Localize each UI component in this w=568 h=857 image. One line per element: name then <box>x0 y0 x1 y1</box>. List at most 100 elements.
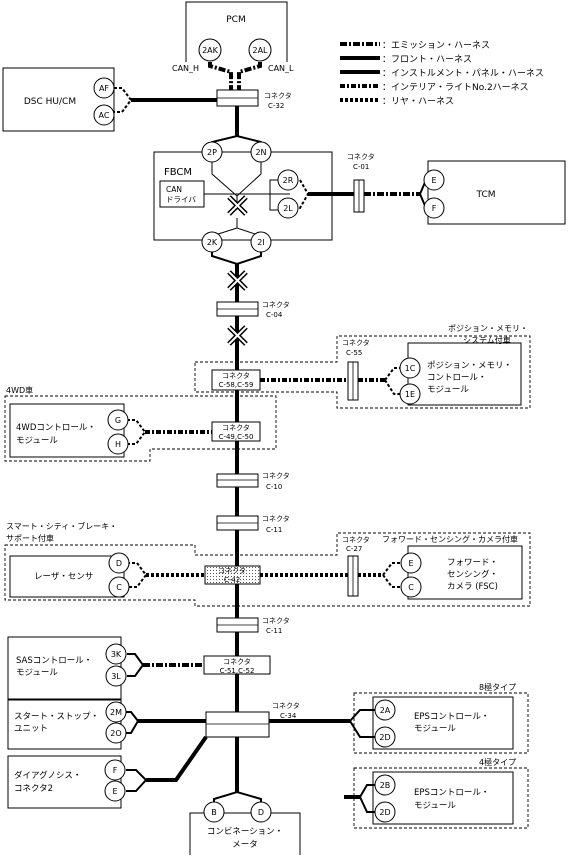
laser-label: レーザ・センサ <box>34 572 93 582</box>
pin-label: 2N <box>255 148 266 157</box>
pin-fbcm-right-2: 2L <box>277 197 299 219</box>
c04-label-1: コネクタ <box>262 300 290 309</box>
pin-fbcm-bottom-1: 2K <box>201 231 223 253</box>
pin-label: F <box>113 766 118 775</box>
position-memory-option-label-1: ポジション・メモリ・ <box>448 324 528 333</box>
pin-label: C <box>408 583 414 592</box>
pin-label: 1C <box>405 364 416 373</box>
legend-rear: ：リヤ・ハーネス <box>382 96 454 107</box>
pin-label: 2P <box>207 148 217 157</box>
fsc-box <box>407 545 523 600</box>
pin-tcm-1: E <box>423 169 445 191</box>
pin-tcm-2: F <box>423 197 445 219</box>
fourwd-option-box <box>4 395 277 462</box>
can-l-label: CAN_L <box>268 64 294 73</box>
combination-box <box>189 812 301 855</box>
fourwd-box <box>9 403 125 458</box>
cut-mark-fbcm <box>227 195 248 216</box>
pin-label: 3K <box>111 650 122 659</box>
pin-dsc-2: AC <box>93 104 115 126</box>
pin-label: E <box>431 176 436 185</box>
c27-label-2: C-27 <box>346 545 362 553</box>
position-memory-label-3: モジュール <box>427 385 469 395</box>
pin-label: 3L <box>111 672 121 681</box>
tcm-box <box>427 160 566 225</box>
fsc-label-2: センシング・ <box>447 569 498 580</box>
pin-fbcm-bottom-2: 2I <box>250 231 272 253</box>
eps4-option-label: 4極タイプ <box>479 757 516 767</box>
c51-label-1: コネクタ <box>223 657 251 666</box>
pin-dsc-1: AF <box>93 77 115 99</box>
legend-instrument: ：インストルメント・パネル・ハーネス <box>382 68 544 79</box>
can-driver-box <box>159 180 205 208</box>
pin-eps8-2: 2D <box>374 726 396 748</box>
pin-label: 2R <box>283 176 294 185</box>
position-memory-label-2: コントロール・ <box>427 373 487 383</box>
pin-label: 2D <box>379 733 390 742</box>
diag-label-1: ダイアグノシス・ <box>14 770 81 781</box>
pin-eps4-2: 2D <box>374 801 396 823</box>
pin-label: AF <box>99 84 109 93</box>
c01-label-2: C-01 <box>353 163 369 171</box>
fbcm-box <box>153 151 333 241</box>
position-memory-option-label-2: システム付車 <box>463 335 511 345</box>
dsc-label: DSC HU/CM <box>24 97 76 107</box>
pin-sas-2: 3L <box>105 665 127 687</box>
pin-label: 2D <box>379 808 390 817</box>
connector-c10 <box>216 473 259 488</box>
sas-box <box>7 636 122 700</box>
pin-label: D <box>258 808 264 817</box>
connector-c42 <box>204 565 261 585</box>
pin-label: 2M <box>110 708 122 717</box>
pin-diag-2: E <box>104 780 126 802</box>
can-driver-label-1: CAN <box>166 185 182 194</box>
pin-label: 2AL <box>252 46 268 55</box>
c55-label-1: コネクタ <box>342 338 370 347</box>
c04-label-2: C-04 <box>266 311 283 319</box>
pin-label: 2L <box>283 204 293 213</box>
pin-label: E <box>112 787 117 796</box>
c34-label-1: コネクタ <box>272 701 300 710</box>
c11b-label-1: コネクタ <box>262 616 290 625</box>
pin-combination-1: B <box>203 801 225 823</box>
pin-label: 2AK <box>202 46 219 55</box>
c34-label-2: C-34 <box>280 712 297 720</box>
c01-label-1: コネクタ <box>347 152 375 161</box>
c11b-label-2: C-11 <box>266 627 282 635</box>
legend-emission: ：エミッション・ハーネス <box>382 40 490 51</box>
pin-position-memory-2: 1E <box>399 383 421 405</box>
pin-pcm-2: 2AL <box>248 38 272 62</box>
pin-start-stop-2: 2O <box>105 722 127 744</box>
pin-sas-1: 3K <box>105 643 127 665</box>
c49-label-2: C-49,C-50 <box>219 433 254 441</box>
c32-label-1: コネクタ <box>264 91 292 100</box>
scbs-option-box <box>4 532 531 607</box>
combination-label-2: メータ <box>232 840 258 850</box>
pin-fourwd-1: G <box>107 409 129 431</box>
position-memory-label-1: ポジション・メモリ・ <box>427 361 512 371</box>
laser-box <box>9 555 125 598</box>
start-stop-label-1: スタート・ストップ・ <box>14 712 99 722</box>
can-driver-label-2: ドライバ <box>166 195 196 204</box>
legend-interior-light: ：インテリア・ライトNo.2ハーネス <box>382 82 529 93</box>
fourwd-label-2: モジュール <box>16 436 58 446</box>
fourwd-label-1: 4WDコントロール・ <box>16 423 96 433</box>
c11a-label-2: C-11 <box>266 526 282 534</box>
pin-fbcm-right-1: 2R <box>277 169 299 191</box>
c49-label-1: コネクタ <box>222 423 250 432</box>
tcm-label: TCM <box>475 190 495 200</box>
eps8-label-1: EPSコントロール・ <box>414 712 489 722</box>
pin-label: G <box>115 416 121 425</box>
eps8-option-label: 8極タイプ <box>479 682 516 692</box>
connector-c51 <box>203 655 271 675</box>
eps8-box <box>372 696 514 750</box>
position-memory-option-box <box>194 335 531 409</box>
legend-samples <box>340 42 380 102</box>
scbs-option-label-2: サポート付車 <box>6 533 54 543</box>
c42-label-2: C-42 <box>224 576 240 584</box>
legend-front: ：フロント・ハーネス <box>382 54 472 65</box>
c58-label-1: コネクタ <box>222 371 250 380</box>
